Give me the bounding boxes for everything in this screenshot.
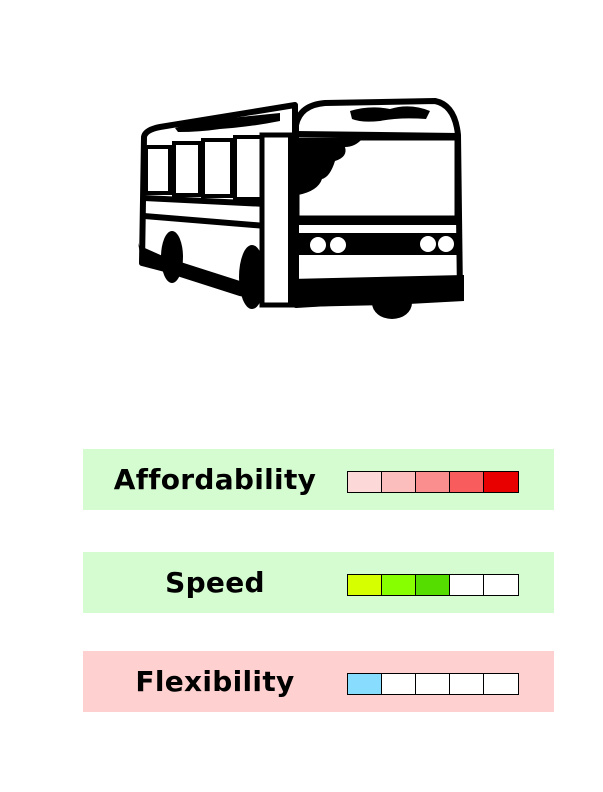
- meter-cell: [484, 472, 518, 492]
- meter-cell: [450, 674, 484, 694]
- meter-cell: [484, 575, 518, 595]
- rating-label: Speed: [165, 566, 265, 599]
- meter-cell: [382, 674, 416, 694]
- meter-cell: [416, 674, 450, 694]
- rating-meter: [347, 471, 519, 493]
- meter-cell: [450, 575, 484, 595]
- meter-cell: [348, 472, 382, 492]
- rating-row-affordability: Affordability: [83, 449, 554, 510]
- rating-label: Affordability: [113, 463, 317, 496]
- rating-meter: [347, 673, 519, 695]
- meter-cell: [450, 472, 484, 492]
- meter-cell: [416, 472, 450, 492]
- meter-cell: [348, 575, 382, 595]
- meter-cell: [382, 575, 416, 595]
- meter-cell: [416, 575, 450, 595]
- rating-meter: [347, 574, 519, 596]
- meter-cell: [484, 674, 518, 694]
- meter-cell: [382, 472, 416, 492]
- rating-row-flexibility: Flexibility: [83, 651, 554, 712]
- rating-label: Flexibility: [135, 665, 295, 698]
- meter-cell: [348, 674, 382, 694]
- rating-row-speed: Speed: [83, 552, 554, 613]
- bus-icon: [138, 98, 464, 319]
